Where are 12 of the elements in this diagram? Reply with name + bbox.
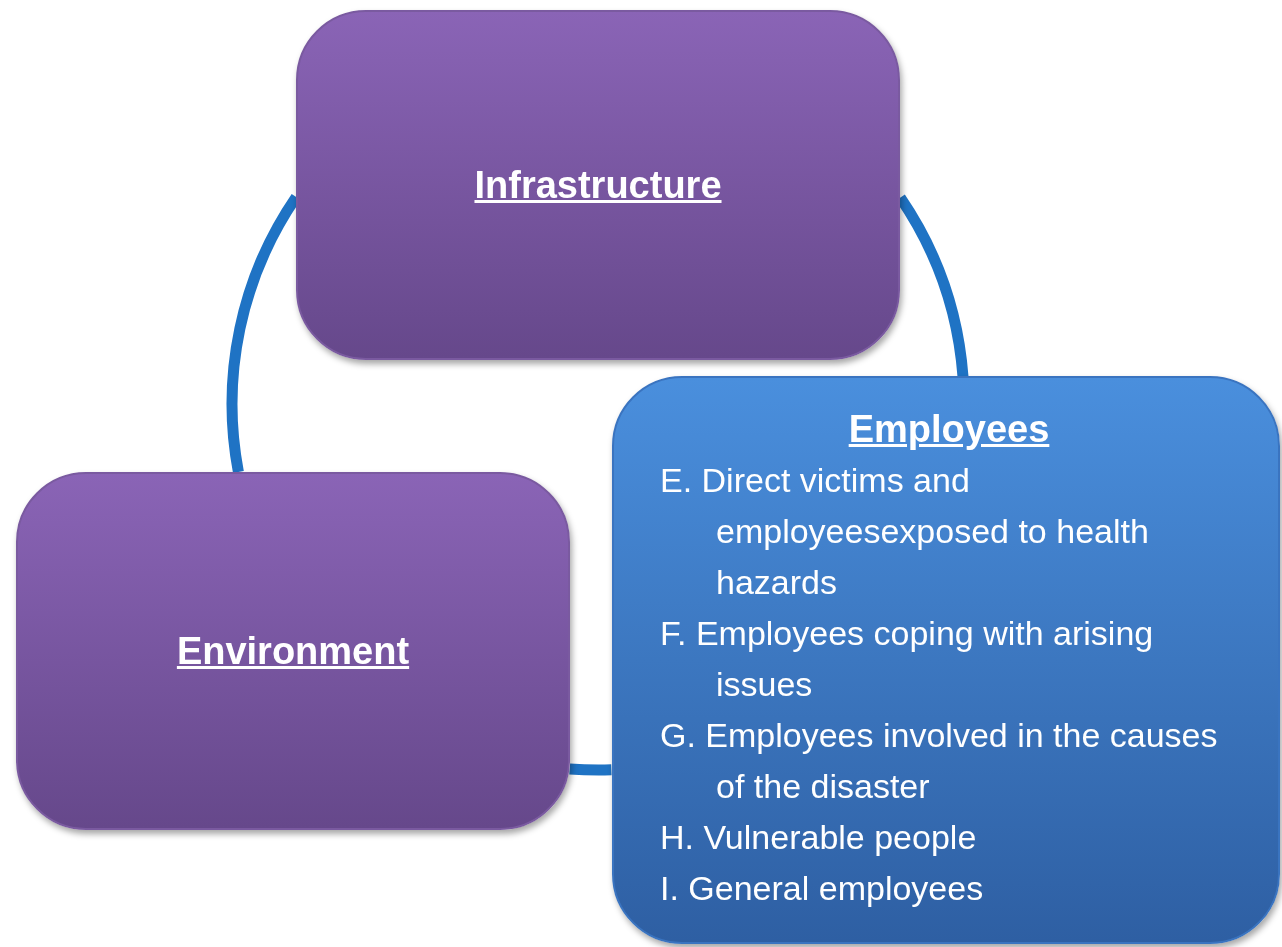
rounded-box	[612, 376, 1280, 944]
list-item: E. Direct victims and employeesexposed to health hazards	[660, 460, 1150, 603]
list-item: F. Employees coping with arising issues	[660, 613, 1155, 705]
connector-arc	[569, 763, 612, 776]
list-item: H. Vulnerable people	[660, 817, 978, 858]
list-item: G. Employees involved in the causes of the disaster	[660, 715, 1219, 807]
rounded-box	[296, 10, 900, 360]
rounded-box	[16, 472, 570, 830]
box-heading: Environment	[176, 629, 410, 673]
box-heading: Employees	[847, 408, 1051, 451]
box-heading: Infrastructure	[474, 163, 722, 207]
list-item: I. General employees	[660, 868, 985, 909]
